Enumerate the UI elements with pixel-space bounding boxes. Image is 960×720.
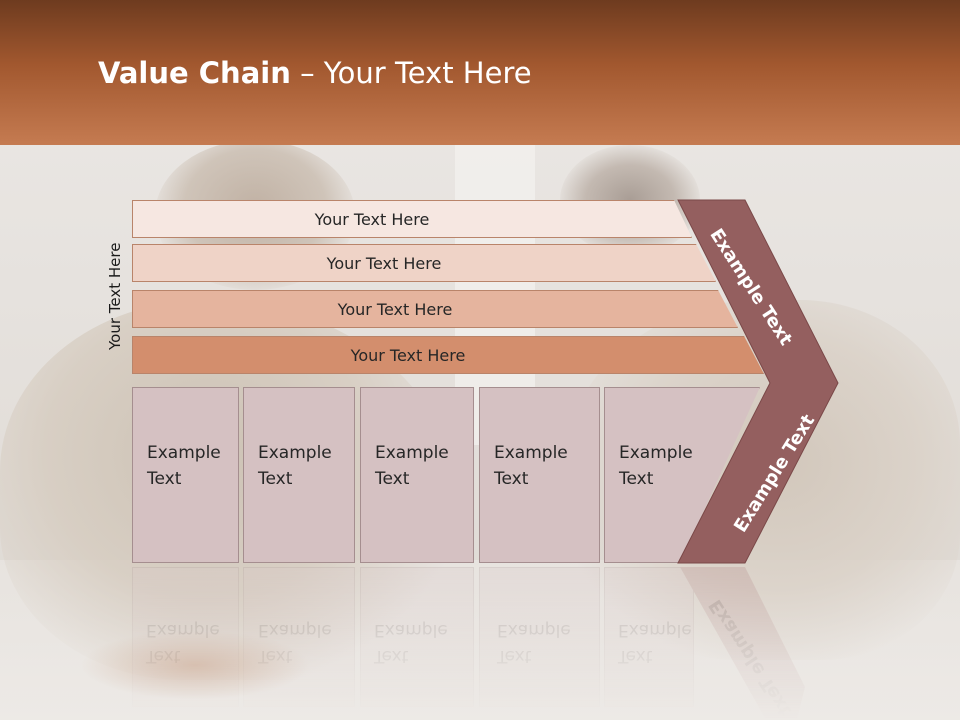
reflection-box-1	[132, 567, 239, 707]
value-stripe-2: Your Text Here	[132, 244, 716, 282]
title-bold: Value Chain	[98, 56, 291, 90]
value-stripe-4: Your Text Here	[132, 336, 764, 374]
box-5-line1: Example	[619, 443, 693, 463]
box-3-line1: Example	[375, 443, 449, 463]
box-2-line1: Example	[258, 443, 332, 463]
box-2-line2: Text	[258, 469, 293, 489]
value-stripe-1: Your Text Here	[132, 200, 692, 238]
title-rest: – Your Text Here	[290, 56, 532, 90]
stripe-3-label: Your Text Here	[337, 299, 453, 319]
stripe-4-label: Your Text Here	[350, 345, 466, 365]
reflection-box-3	[360, 567, 474, 707]
stripe-1-label: Your Text Here	[314, 209, 430, 229]
box-5-line2: Text	[619, 469, 654, 489]
box-1-line2: Text	[147, 469, 182, 489]
reflection-box-4	[479, 567, 600, 707]
slide-title: Value Chain – Your Text Here	[98, 56, 532, 90]
box-3-line2: Text	[375, 469, 410, 489]
reflection-box-2	[243, 567, 355, 707]
box-4-line2: Text	[494, 469, 529, 489]
stripe-2-label: Your Text Here	[326, 253, 442, 273]
box-1-line1: Example	[147, 443, 221, 463]
box-4-line1: Example	[494, 443, 568, 463]
header-bar: Value Chain – Your Text Here	[0, 0, 960, 145]
chevron-shape	[677, 199, 839, 564]
value-stripe-3: Your Text Here	[132, 290, 738, 328]
reflection-box-5	[604, 567, 694, 707]
reflection-chevron	[678, 567, 805, 720]
